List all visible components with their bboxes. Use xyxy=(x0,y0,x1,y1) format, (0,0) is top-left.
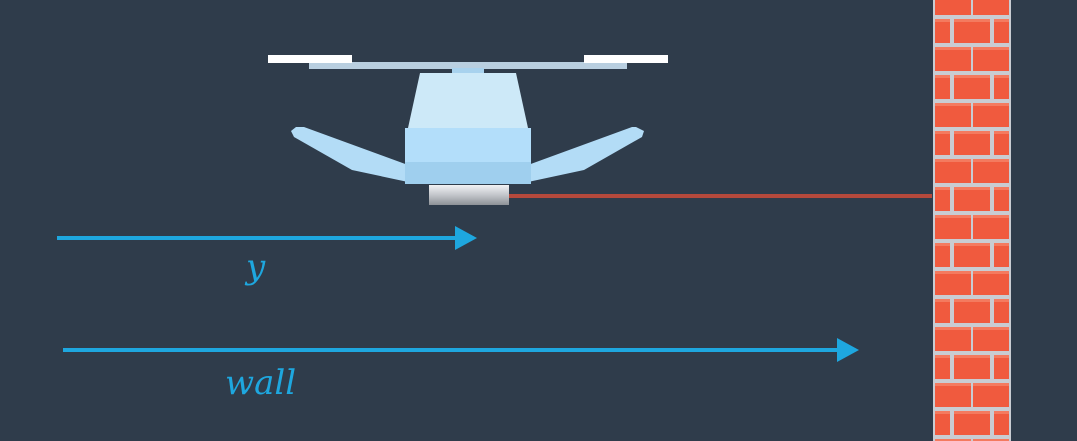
quadcopter-drone-icon xyxy=(268,55,668,205)
arm-left xyxy=(291,127,408,182)
arrow-wall xyxy=(63,338,859,362)
drone-body-top xyxy=(408,73,528,128)
arrow-y xyxy=(57,226,477,250)
rotor-mast xyxy=(452,68,484,76)
rotor-bar xyxy=(309,62,627,69)
rotor-blade-left xyxy=(268,55,352,63)
drone-body-bottom xyxy=(405,162,531,184)
drone-body-mid xyxy=(405,128,531,162)
label-y: y xyxy=(246,247,266,287)
brick-wall-icon xyxy=(933,0,1011,441)
arm-right xyxy=(528,127,644,182)
rotor-blade-right xyxy=(584,55,668,63)
range-sensor-icon xyxy=(429,185,509,205)
label-wall: wall xyxy=(225,363,297,403)
